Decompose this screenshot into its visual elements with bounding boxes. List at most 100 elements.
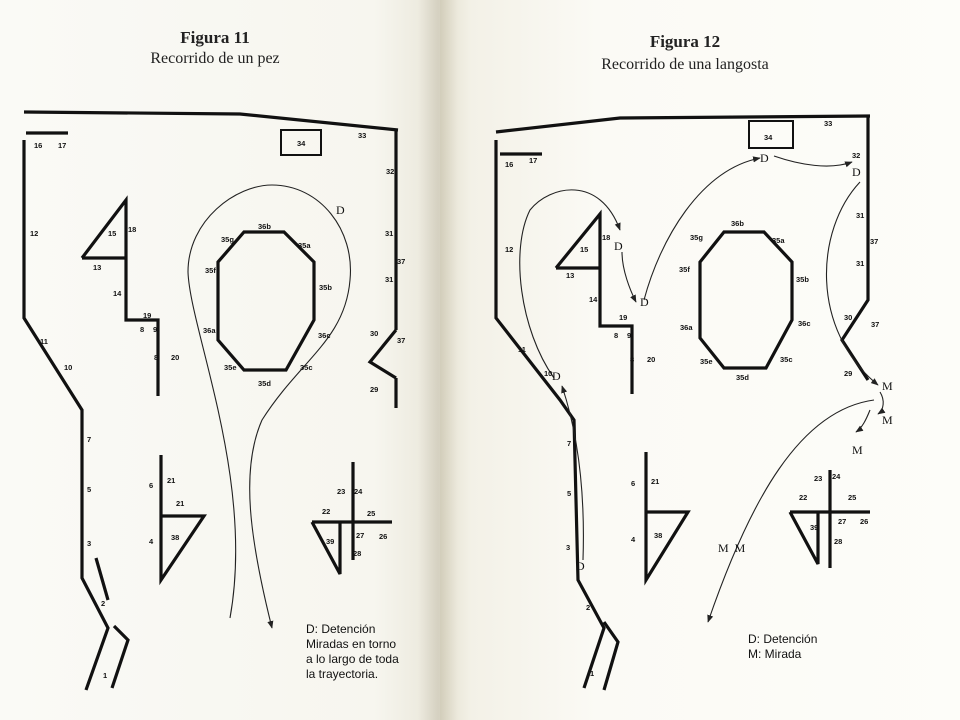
book-gutter [418, 0, 458, 720]
figure-12-title: Figura 12 [649, 32, 721, 51]
legend-line: D: Detención [306, 622, 376, 636]
position-label: 15 [108, 229, 116, 238]
position-label: 13 [566, 271, 574, 280]
figure-12-subtitle: Recorrido de una langosta [601, 56, 769, 73]
position-label: 28 [834, 537, 842, 546]
detention-marker: D [640, 295, 649, 309]
position-label: 1 [103, 671, 107, 680]
position-label: 35c [780, 355, 793, 364]
position-label: 36b [731, 219, 744, 228]
position-label: 37 [397, 336, 405, 345]
position-label: 39 [810, 523, 818, 532]
position-label: 8 [154, 353, 158, 362]
position-label: 35e [224, 363, 237, 372]
position-label: 23 [814, 474, 822, 483]
position-label: 33 [824, 119, 832, 128]
position-label: 34 [297, 139, 306, 148]
legend-line: Miradas en torno [306, 637, 397, 651]
position-label: 2 [586, 603, 590, 612]
position-label: 25 [367, 509, 375, 518]
position-label: 2 [101, 599, 105, 608]
position-label: 35f [679, 265, 690, 274]
position-label: 10 [544, 369, 552, 378]
position-label: 9 [627, 331, 631, 340]
position-label: 31 [856, 211, 864, 220]
position-label: 36a [203, 326, 216, 335]
position-label: 8 [630, 355, 634, 364]
position-label: 33 [358, 131, 366, 140]
position-label: 35b [796, 275, 809, 284]
figure-12-walls [494, 114, 871, 691]
position-label: 12 [30, 229, 38, 238]
position-label: 36c [798, 319, 811, 328]
position-label: 36a [680, 323, 693, 332]
figure-11-title: Figura 11 [180, 28, 250, 47]
position-label: 11 [40, 337, 48, 346]
position-label: 10 [64, 363, 72, 372]
position-label: 3 [87, 539, 91, 548]
position-label: 8 [614, 331, 618, 340]
position-label: 18 [128, 225, 136, 234]
position-label: 5 [87, 485, 91, 494]
glance-marker: M [882, 413, 893, 427]
position-label: 21 [651, 477, 659, 486]
legend-line: la trayectoria. [306, 667, 379, 681]
position-label: 29 [370, 385, 378, 394]
position-label: 37 [871, 320, 879, 329]
position-label: 35b [319, 283, 332, 292]
position-label: 37 [397, 257, 405, 266]
position-label: 11 [518, 345, 526, 354]
legend-line: M: Mirada [748, 647, 802, 661]
position-label: 19 [619, 313, 627, 322]
position-label: 18 [602, 233, 610, 242]
figure-12-markers: D D D D D D M M M M M [552, 151, 893, 573]
position-label: 21 [167, 476, 175, 485]
position-label: 39 [326, 537, 334, 546]
glance-marker: M [882, 379, 893, 393]
position-label: 15 [580, 245, 588, 254]
position-label: 36b [258, 222, 271, 231]
position-label: 17 [58, 141, 66, 150]
position-label: 22 [799, 493, 807, 502]
position-label: 32 [386, 167, 394, 176]
position-label: 14 [589, 295, 598, 304]
position-label: 8 [140, 325, 144, 334]
position-label: 35g [690, 233, 703, 242]
position-label: 4 [631, 535, 636, 544]
figure-11-fish-path [187, 184, 352, 629]
figure-12-lobster-path [519, 155, 886, 623]
position-label: 31 [856, 259, 864, 268]
position-label: 4 [149, 537, 154, 546]
position-label: 6 [631, 479, 635, 488]
position-label: 27 [356, 531, 364, 540]
position-label: 20 [647, 355, 655, 364]
position-label: 14 [113, 289, 122, 298]
legend-line: a lo largo de toda [306, 652, 399, 666]
detention-marker: D [576, 559, 585, 573]
position-label: 29 [844, 369, 852, 378]
position-label: 35g [221, 235, 234, 244]
position-label: 25 [848, 493, 856, 502]
glance-marker: M [852, 443, 863, 457]
detention-marker: D [614, 239, 623, 253]
position-label: 26 [379, 532, 387, 541]
figure-12-legend: D: Detención M: Mirada [748, 632, 817, 662]
position-label: 13 [93, 263, 101, 272]
position-label: 24 [832, 472, 841, 481]
position-label: 22 [322, 507, 330, 516]
position-label: 28 [353, 549, 361, 558]
detention-marker: D [760, 151, 769, 165]
position-label: 35c [300, 363, 313, 372]
position-label: 38 [171, 533, 179, 542]
position-label: 26 [860, 517, 868, 526]
right-page [440, 0, 960, 720]
detention-marker: D [552, 369, 561, 383]
position-label: 23 [337, 487, 345, 496]
position-label: 32 [852, 151, 860, 160]
position-label: 35f [205, 266, 216, 275]
position-label: 30 [844, 313, 852, 322]
